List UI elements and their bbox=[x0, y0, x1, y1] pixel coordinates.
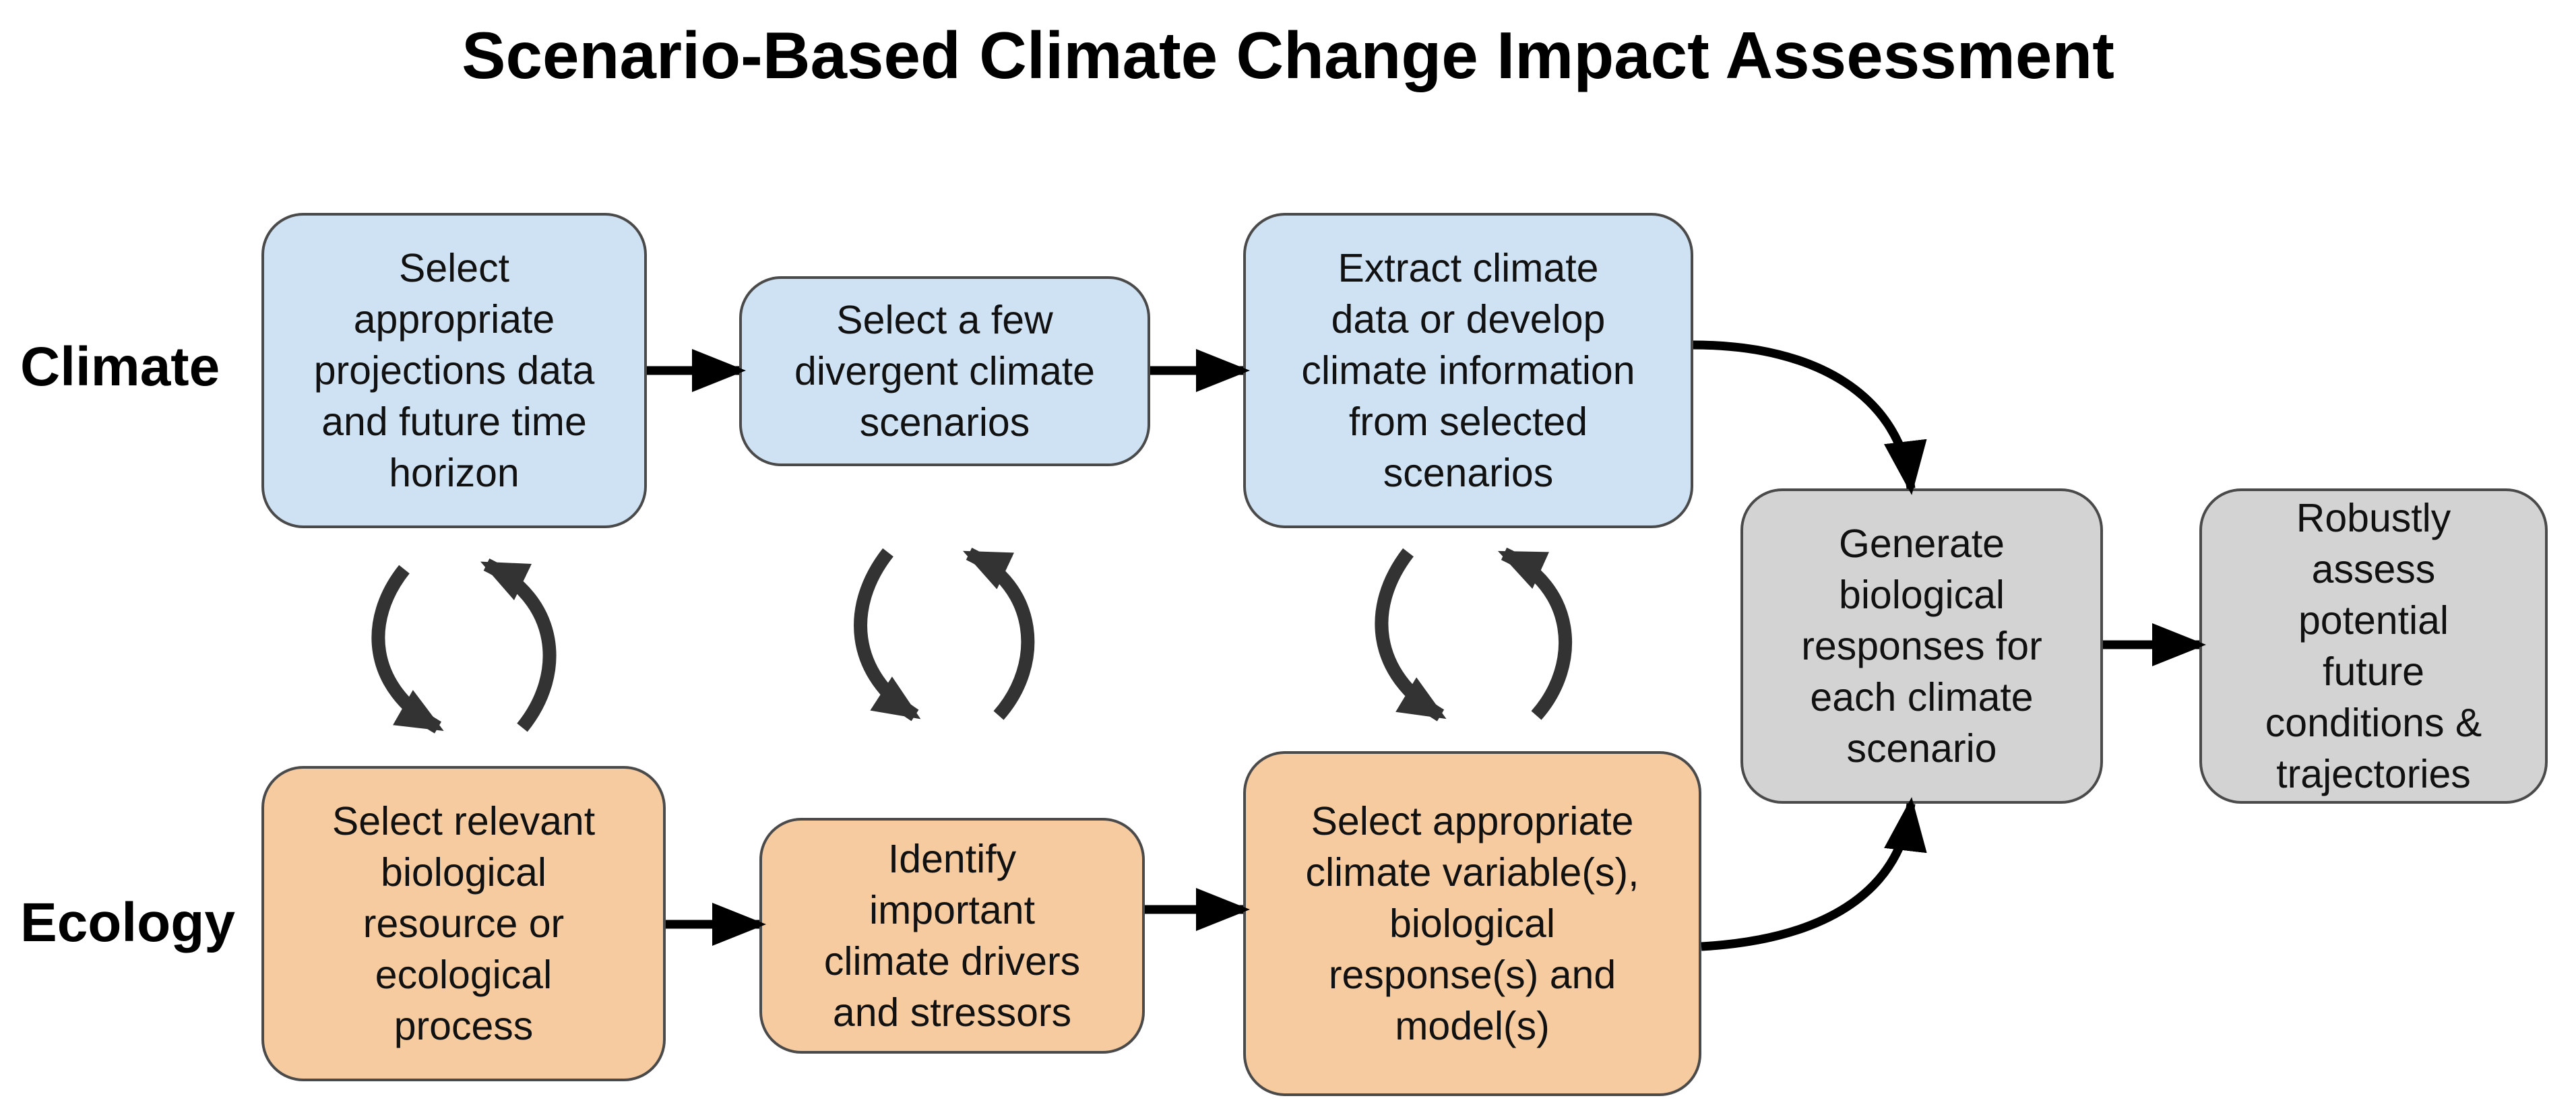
box-assess-trajectories-text: Robustly assess potential future conditi… bbox=[2265, 496, 2482, 796]
cycle-arrow-up-3 bbox=[1497, 547, 1573, 720]
cycle-arrow-up-2 bbox=[962, 547, 1035, 720]
box-select-projections: Select appropriate projections data and … bbox=[261, 213, 647, 528]
cycle-arrow-down-1 bbox=[371, 565, 444, 734]
box-identify-drivers-text: Identify important climate drivers and s… bbox=[823, 837, 1081, 1035]
cycle-arrows-2 bbox=[854, 547, 1035, 722]
cycle-arrows-1 bbox=[371, 558, 557, 734]
row-label-climate: Climate bbox=[20, 336, 220, 397]
cycle-arrow-down-2 bbox=[854, 548, 921, 722]
box-select-projections-text: Select appropriate projections data and … bbox=[313, 246, 595, 495]
arrow-e3-to-g1 bbox=[1701, 797, 1927, 951]
cycle-arrows-3 bbox=[1375, 547, 1573, 722]
arrow-c3-to-g1 bbox=[1693, 340, 1927, 495]
row-label-ecology: Ecology bbox=[20, 892, 235, 953]
box-select-biological-resource-text: Select relevant biological resource or e… bbox=[332, 799, 596, 1048]
cycle-arrow-up-1 bbox=[480, 558, 557, 732]
box-select-variables-models-text: Select appropriate climate variable(s), … bbox=[1305, 799, 1639, 1048]
diagram-title: Scenario-Based Climate Change Impact Ass… bbox=[462, 18, 2114, 92]
box-select-biological-resource: Select relevant biological resource or e… bbox=[261, 766, 666, 1081]
box-extract-climate-data: Extract climate data or develop climate … bbox=[1243, 213, 1693, 528]
box-extract-climate-data-text: Extract climate data or develop climate … bbox=[1301, 246, 1635, 495]
box-select-scenarios: Select a few divergent climate scenarios bbox=[739, 276, 1150, 466]
box-generate-responses-text: Generate biological responses for each c… bbox=[1801, 521, 2042, 771]
box-generate-responses: Generate biological responses for each c… bbox=[1740, 488, 2103, 804]
box-select-scenarios-text: Select a few divergent climate scenarios bbox=[794, 298, 1095, 445]
cycle-arrow-down-3 bbox=[1375, 548, 1447, 722]
box-identify-drivers: Identify important climate drivers and s… bbox=[759, 818, 1145, 1054]
box-assess-trajectories: Robustly assess potential future conditi… bbox=[2199, 488, 2548, 804]
box-select-variables-models: Select appropriate climate variable(s), … bbox=[1243, 751, 1701, 1096]
